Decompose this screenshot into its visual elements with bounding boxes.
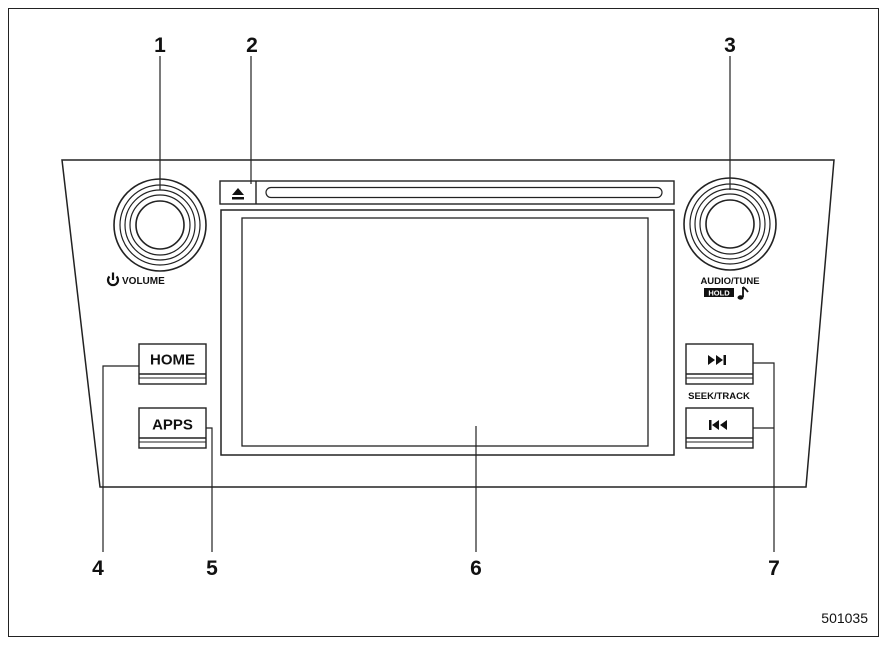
seek-track-label: SEEK/TRACK <box>688 391 750 402</box>
callout-3: 3 <box>724 34 736 57</box>
music-note-icon <box>737 286 749 300</box>
callout-5: 5 <box>206 557 218 580</box>
seek-previous-button[interactable] <box>685 407 754 449</box>
eject-icon <box>232 188 244 195</box>
apps-button[interactable]: APPS <box>138 407 207 449</box>
previous-track-icon <box>709 420 727 430</box>
touch-screen[interactable] <box>241 217 649 447</box>
power-icon <box>106 272 120 287</box>
leader-lines <box>102 56 775 552</box>
callout-2: 2 <box>246 34 258 57</box>
callout-4: 4 <box>92 557 104 580</box>
callout-6: 6 <box>470 557 482 580</box>
audio-tune-label: AUDIO/TUNE <box>700 276 759 287</box>
home-button-label: HOME <box>150 352 195 369</box>
hold-badge: HOLD <box>704 288 734 298</box>
cd-slot <box>265 186 663 199</box>
callout-1: 1 <box>154 34 166 57</box>
figure-code: 501035 <box>821 610 868 626</box>
callout-7: 7 <box>768 557 780 580</box>
svg-text:HOLD: HOLD <box>708 289 730 298</box>
volume-knob[interactable] <box>113 178 207 272</box>
audio-tune-knob[interactable] <box>683 177 777 271</box>
next-track-icon <box>708 355 726 365</box>
eject-button[interactable] <box>221 182 255 203</box>
volume-label: VOLUME <box>122 276 165 287</box>
apps-button-label: APPS <box>152 417 193 434</box>
seek-next-button[interactable] <box>685 343 754 385</box>
home-button[interactable]: HOME <box>138 343 207 385</box>
